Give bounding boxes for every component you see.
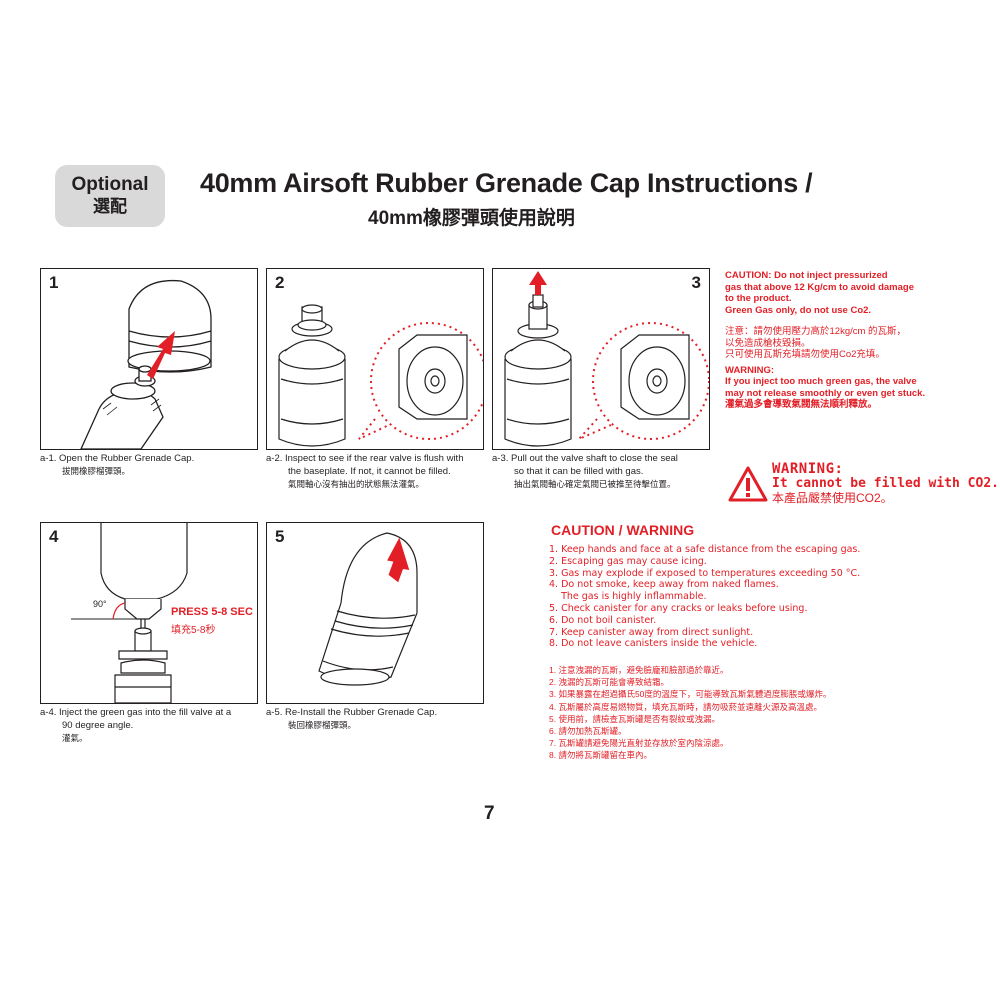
step-3-caption: a-3. Pull out the valve shaft to close t… bbox=[492, 452, 678, 491]
optional-label-zh: 選配 bbox=[93, 197, 127, 216]
caution-zh-line: 只可使用瓦斯充填請勿使用Co2充填。 bbox=[725, 349, 885, 360]
caution-en-line: to the product. bbox=[725, 293, 792, 304]
press-label-zh: 填充5-8秒 bbox=[171, 625, 216, 636]
list-item: 2. Escaping gas may cause icing. bbox=[549, 555, 707, 567]
list-item: The gas is highly inflammable. bbox=[549, 591, 707, 603]
step-2-illustration bbox=[278, 304, 483, 447]
caution-warning-list-en: 1. Keep hands and face at a safe distanc… bbox=[549, 544, 989, 650]
warning-triangle-icon bbox=[728, 466, 768, 502]
step-4-panel: 4 90° PRESS 5-8 SEC 填充5-8秒 bbox=[40, 522, 258, 704]
optional-label-en: Optional bbox=[71, 174, 149, 195]
step-2-panel: 2 bbox=[266, 268, 484, 450]
step-2-caption-en: a-2. Inspect to see if the rear valve is… bbox=[266, 453, 464, 464]
step-4-caption-zh: 灌氣。 bbox=[62, 733, 88, 743]
warning-en-line: may not release smoothly or even get stu… bbox=[725, 387, 926, 399]
step-4-caption-en2: 90 degree angle. bbox=[62, 720, 134, 731]
list-item: 3. 如果暴露在超過攝氏50度的溫度下，可能導致瓦斯氣體過度膨脹或爆炸。 bbox=[549, 689, 832, 700]
list-item: 8. Do not leave canisters inside the veh… bbox=[549, 638, 758, 650]
list-item: 6. 請勿加熱瓦斯罐。 bbox=[549, 726, 627, 737]
step-3-number: 3 bbox=[691, 273, 701, 292]
optional-badge: Optional 選配 bbox=[55, 165, 165, 227]
caution-top-block: CAUTION: Do not inject pressurized gas t… bbox=[725, 270, 995, 411]
step-1-number: 1 bbox=[49, 273, 59, 292]
page-subtitle: 40mm橡膠彈頭使用說明 bbox=[368, 208, 575, 229]
caution-en-line: CAUTION: Do not inject pressurized bbox=[725, 270, 888, 281]
list-item: 7. Keep canister away from direct sunlig… bbox=[549, 626, 754, 638]
caution-zh-line: 注意：請勿使用壓力高於12kg/cm 的瓦斯， bbox=[725, 326, 907, 337]
co2-warning-zh: 本產品嚴禁使用CO2。 bbox=[772, 491, 893, 505]
page-title: 40mm Airsoft Rubber Grenade Cap Instruct… bbox=[200, 168, 813, 198]
list-item: 2. 洩漏的瓦斯可能會導致結霜。 bbox=[549, 677, 669, 688]
step-5-number: 5 bbox=[275, 527, 285, 546]
list-item: 3. Gas may explode if exposed to tempera… bbox=[549, 567, 861, 579]
co2-warning-en: It cannot be filled with CO2. bbox=[772, 476, 999, 491]
step-5-caption-zh: 裝回橡膠榴彈頭。 bbox=[288, 720, 357, 730]
caution-warning-list-zh: 1. 注意洩漏的瓦斯，避免臉龐和臉部過於靠近。 2. 洩漏的瓦斯可能會導致結霜。… bbox=[549, 664, 989, 762]
list-item: 4. 瓦斯屬於高度易燃物質，填充瓦斯時，請勿吸菸並遠離火源及高溫處。 bbox=[549, 701, 822, 712]
step-1-caption-en: a-1. Open the Rubber Grenade Cap. bbox=[40, 453, 195, 464]
list-item: 5. 使用前，請檢查瓦斯罐是否有裂紋或洩漏。 bbox=[549, 713, 720, 724]
page-number: 7 bbox=[484, 803, 495, 824]
co2-warning: WARNING: It cannot be filled with CO2. 本… bbox=[772, 462, 999, 505]
press-label-en: PRESS 5-8 SEC bbox=[171, 606, 253, 618]
caution-warning-title: CAUTION / WARNING bbox=[551, 522, 695, 538]
step-2-caption-en2: the baseplate. If not, it cannot be fill… bbox=[288, 466, 451, 477]
step-3-panel: 3 bbox=[492, 268, 710, 450]
step-3-caption-en: a-3. Pull out the valve shaft to close t… bbox=[492, 453, 678, 464]
caution-en-line: gas that above 12 Kg/cm to avoid damage bbox=[725, 281, 914, 293]
step-3-caption-zh: 抽出氣閥軸心確定氣閥已被推至待擊位置。 bbox=[514, 479, 676, 489]
step-5-caption: a-5. Re-Install the Rubber Grenade Cap. … bbox=[266, 706, 437, 732]
step-1-panel: 1 bbox=[40, 268, 258, 450]
step-5-caption-en: a-5. Re-Install the Rubber Grenade Cap. bbox=[266, 707, 438, 718]
list-item: 7. 瓦斯罐請避免陽光直射並存放於室內陰涼處。 bbox=[549, 738, 729, 749]
step-4-number: 4 bbox=[49, 527, 59, 546]
list-item: 1. 注意洩漏的瓦斯，避免臉龐和臉部過於靠近。 bbox=[549, 665, 729, 675]
warning-en-line: WARNING: bbox=[725, 364, 775, 376]
step-5-illustration bbox=[318, 532, 418, 686]
list-item: 8. 請勿將瓦斯罐留在車內。 bbox=[549, 750, 652, 761]
list-item: 1. Keep hands and face at a safe distanc… bbox=[549, 544, 861, 555]
step-1-caption: a-1. Open the Rubber Grenade Cap. 拔開橡膠榴彈… bbox=[40, 452, 194, 478]
step-2-number: 2 bbox=[275, 273, 285, 292]
list-item: 4. Do not smoke, keep away from naked fl… bbox=[549, 579, 779, 591]
list-item: 5. Check canister for any cracks or leak… bbox=[549, 602, 808, 614]
step-4-caption-en: a-4. Inject the green gas into the fill … bbox=[40, 707, 232, 718]
caution-zh-line: 以免造成槍枝毀損。 bbox=[725, 337, 811, 349]
step-3-illustration bbox=[504, 271, 709, 447]
step-5-panel: 5 bbox=[266, 522, 484, 704]
step-1-caption-zh: 拔開橡膠榴彈頭。 bbox=[62, 466, 131, 476]
step-3-caption-en2: so that it can be filled with gas. bbox=[514, 466, 644, 477]
step-2-caption-zh: 氣閥軸心沒有抽出的狀態無法灌氣。 bbox=[288, 479, 425, 489]
step-4-illustration bbox=[71, 523, 188, 703]
co2-warning-title: WARNING: bbox=[772, 461, 844, 477]
step-1-illustration bbox=[80, 279, 212, 449]
angle-label: 90° bbox=[93, 599, 107, 609]
list-item: 6. Do not boil canister. bbox=[549, 614, 657, 626]
step-4-caption: a-4. Inject the green gas into the fill … bbox=[40, 706, 231, 745]
caution-en-line: Green Gas only, do not use Co2. bbox=[725, 304, 872, 316]
step-2-caption: a-2. Inspect to see if the rear valve is… bbox=[266, 452, 463, 491]
warning-en-line: If you inject too much green gas, the va… bbox=[725, 376, 917, 387]
warning-zh-line: 灌氣過多會導致氣閥無法順利釋放。 bbox=[725, 399, 878, 410]
